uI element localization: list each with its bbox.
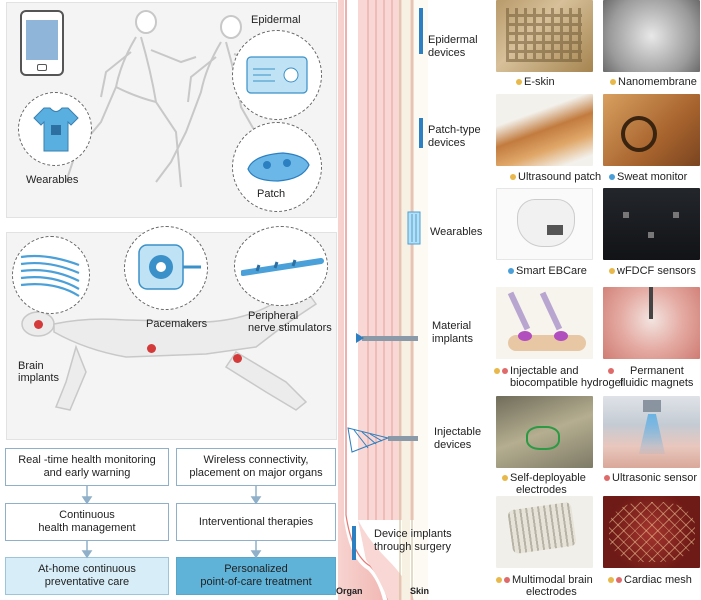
smartphone-icon <box>20 10 64 76</box>
photo-injectable-hydrogel <box>496 287 593 359</box>
category-dot <box>610 79 616 86</box>
photo-multimodal-brain-electrodes <box>496 496 593 568</box>
photo-sweat-monitor <box>603 94 700 166</box>
patch-icon <box>247 152 310 182</box>
wearables-label: Wearables <box>26 174 79 186</box>
category-wearables: Wearables <box>430 226 483 238</box>
photo-ultrasound-patch <box>496 94 593 166</box>
lying-figure-illustration <box>21 289 318 411</box>
tshirt-icon <box>33 107 79 152</box>
caption-nanomembrane: Nanomembrane <box>610 76 697 88</box>
photo-e-skin <box>496 0 593 72</box>
caption-ultrasonic-sensor: Ultrasonic sensor <box>604 472 697 484</box>
organ-label: Organ <box>336 586 363 596</box>
skin-label: Skin <box>410 586 430 596</box>
box-interventional-therapies: Interventional therapies <box>176 503 336 541</box>
caption-multimodal-brain-electrodes: Multimodal brain electrodes <box>496 574 593 598</box>
category-dot <box>608 577 614 584</box>
pacemakers-circle <box>124 226 208 310</box>
caption-fluidic-magnets: Permanent fluidic magnets <box>608 365 693 389</box>
caption-ultrasound-patch: Ultrasound patch <box>510 171 601 183</box>
photo-wfdcf-sensors <box>603 188 700 260</box>
category-dot <box>502 368 508 375</box>
caption-e-skin: E-skin <box>516 76 555 88</box>
category-dot <box>609 174 615 181</box>
caption-injectable-hydrogel: Injectable and biocompatible hydrogel <box>494 365 623 389</box>
category-dot <box>496 577 502 584</box>
caption-smart-ebcare: Smart EBCare <box>508 265 587 277</box>
epidermal-label: Epidermal <box>251 14 301 26</box>
pacemaker-dot <box>147 344 156 353</box>
phone-screen <box>26 20 58 60</box>
category-dot <box>508 268 514 275</box>
brain-implants-circle <box>12 236 90 314</box>
photo-ultrasonic-sensor <box>603 396 700 468</box>
category-dot <box>510 174 516 181</box>
photo-self-deployable-electrodes <box>496 396 593 468</box>
category-dot <box>494 368 500 375</box>
pacemaker-icon <box>138 244 201 290</box>
caption-sweat-monitor: Sweat monitor <box>609 171 687 183</box>
category-dot <box>516 79 522 86</box>
epidermal-patch-icon <box>246 56 308 94</box>
pacemakers-label: Pacemakers <box>146 318 208 330</box>
caption-self-deployable-electrodes: Self-deployable electrodes <box>502 472 586 496</box>
photo-smart-ebcare <box>496 188 593 260</box>
category-dot <box>504 577 510 584</box>
photo-fluidic-magnets <box>603 287 700 359</box>
peripheral-stimulators-circle <box>234 226 328 306</box>
caption-wfdcf-sensors: wFDCF sensors <box>609 265 696 277</box>
photo-cardiac-mesh <box>603 496 700 568</box>
epidermal-circle <box>232 30 322 120</box>
category-dot <box>608 368 614 375</box>
patch-circle <box>232 122 322 212</box>
photo-nanomembrane <box>603 0 700 72</box>
runners-illustration <box>65 10 277 188</box>
caption-cardiac-mesh: Cardiac mesh <box>608 574 692 586</box>
nerve-stimulator-icon <box>241 258 324 276</box>
tissue-layers <box>338 0 428 600</box>
peripheral-dot <box>233 354 242 363</box>
brain-electrode-icon <box>20 254 80 297</box>
brain-implant-dot <box>34 320 43 329</box>
wearables-circle <box>18 92 92 166</box>
phone-button <box>37 64 47 71</box>
category-dot <box>609 268 615 275</box>
box-connectors <box>81 486 262 559</box>
category-dot <box>502 475 508 482</box>
category-dot <box>616 577 622 584</box>
box-wireless-connectivity: Wireless connectivity,placement on major… <box>176 448 336 486</box>
category-dot <box>604 475 610 482</box>
patch-label: Patch <box>257 188 286 200</box>
